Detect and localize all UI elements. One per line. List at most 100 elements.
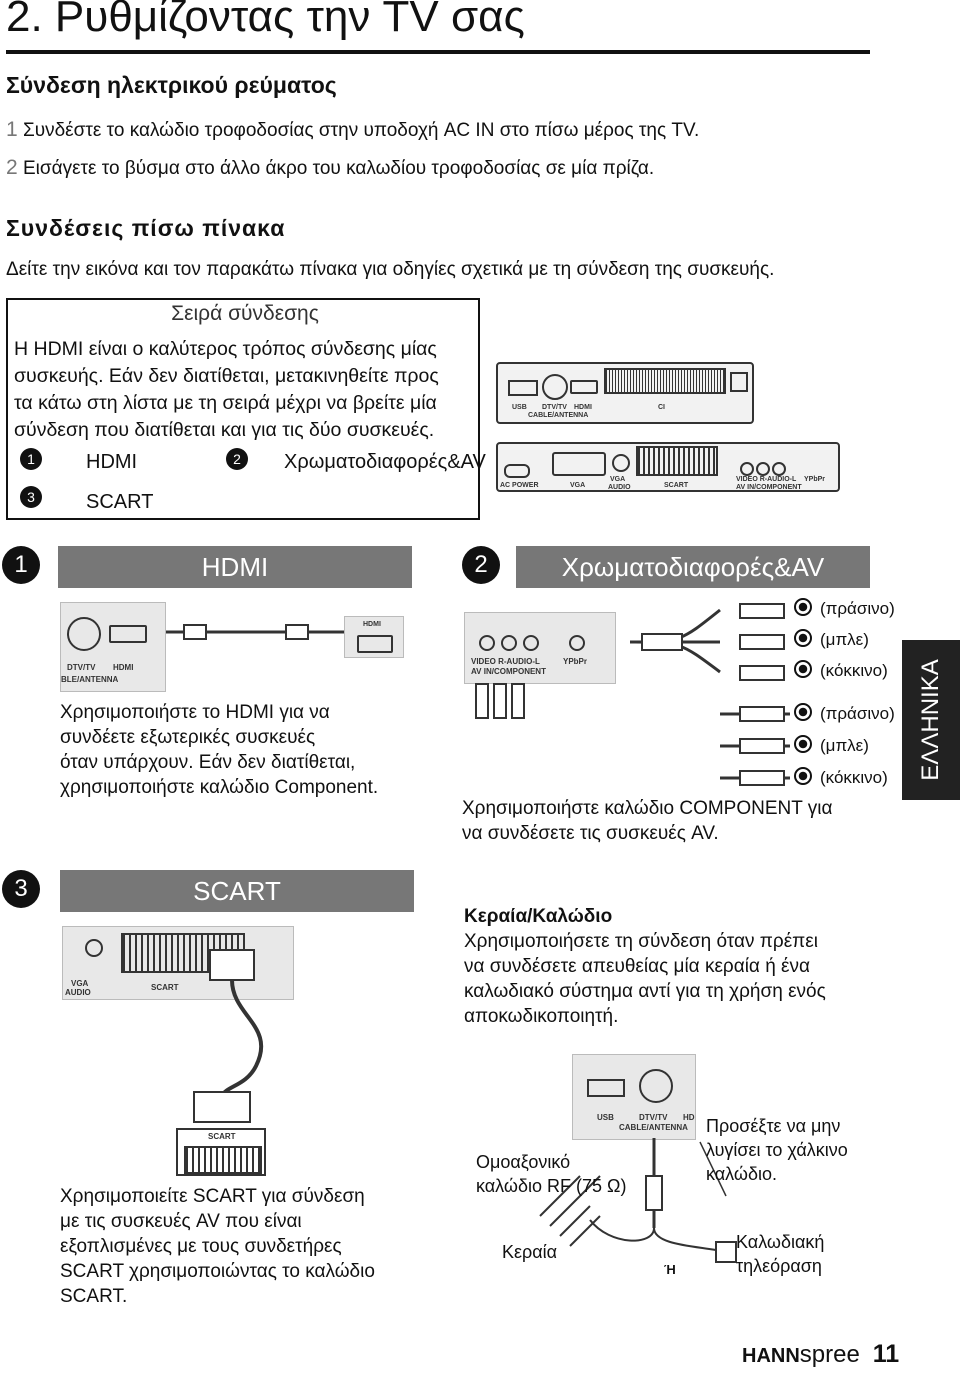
hdmi-device-panel: HDMI <box>344 616 404 658</box>
section-1-badge: 1 <box>2 546 40 584</box>
scart-tv-panel: VGA AUDIO SCART <box>62 926 294 1000</box>
antenna-line: να συνδέσετε απευθείας μία κεραία ή ένα <box>464 956 810 977</box>
hdmi-label-hdmi: HDMI <box>113 663 134 672</box>
footer-brand: HANNspree 11 <box>742 1340 899 1369</box>
headphone-port-icon <box>730 372 748 392</box>
antenna-diagram-icon <box>539 1138 737 1263</box>
ant-label-hd: HD <box>683 1113 695 1122</box>
language-side-tab: ΕΛΛΗΝΙΚΑ <box>902 640 960 800</box>
audio-r-jack-icon <box>756 462 770 476</box>
scart-label-audio: AUDIO <box>65 988 91 997</box>
jack-icon <box>794 660 812 678</box>
color-label: (κόκκινο) <box>820 661 888 680</box>
antenna-label: Κεραία <box>502 1242 558 1262</box>
scart-label-scart: SCART <box>151 983 179 992</box>
ant-label-dtv: DTV/TV <box>639 1113 668 1122</box>
hdmi-port-icon <box>109 625 147 643</box>
hdmi-cable-icon <box>166 624 346 640</box>
power-step-2: 2 Εισάγετε το βύσμα στο άλλο άκρο του κα… <box>6 156 655 179</box>
usb-port-icon <box>508 380 538 396</box>
jack-icon <box>794 767 812 785</box>
panel-label-scart: SCART <box>664 482 689 489</box>
scart-cable-icon <box>193 949 264 1123</box>
panel-label-vga: VGA <box>570 482 586 489</box>
color-label: (κόκκινο) <box>820 768 888 787</box>
panel-label-video: VIDEO R-AUDIO-L <box>736 476 797 483</box>
audio-l-jack-icon <box>523 635 539 651</box>
ypbpr-jack-icon <box>569 635 585 651</box>
vga-audio-port-icon <box>85 939 103 957</box>
audio-l-jack-icon <box>772 462 786 476</box>
page-number: 11 <box>872 1340 900 1368</box>
video-jack-icon <box>479 635 495 651</box>
scart-plug-label: SCART <box>208 1132 236 1141</box>
hdmi-banner: HDMI <box>58 546 412 588</box>
power-step-1: 1 Συνδέστε το καλώδιο τροφοδοσίας στην υ… <box>6 118 700 141</box>
vga-port-icon <box>552 452 606 476</box>
ci-slot-icon <box>604 368 726 394</box>
antenna-port-icon <box>67 617 101 651</box>
brand-bold: HANN <box>742 1345 800 1367</box>
connection-order-box: Σειρά σύνδεσης Η HDMI είναι ο καλύτερος … <box>6 298 486 520</box>
cable-tv-label: Καλωδιακή τηλεόραση <box>736 1232 825 1276</box>
color-label: (πράσινο) <box>820 599 895 618</box>
jack-icon <box>794 629 812 647</box>
hdmi-label-dtv: DTV/TV <box>67 663 96 672</box>
ant-label-cable: CABLE/ANTENNA <box>619 1123 688 1132</box>
antenna-line: καλωδιακό σύστημα αντί για τη χρήση ενός <box>464 981 826 1002</box>
title-divider <box>6 50 870 54</box>
video-jack-icon <box>740 462 754 476</box>
order-item-3-label: SCART <box>86 491 154 513</box>
usb-port-icon <box>587 1079 625 1097</box>
hdmi-tv-panel: DTV/TV HDMI BLE/ANTENNA <box>60 602 166 692</box>
scart-label-vga: VGA <box>71 979 89 988</box>
ac-power-port-icon <box>504 464 530 478</box>
component-tv-panel: VIDEO R-AUDIO-L AV IN/COMPONENT YPbPr <box>464 612 616 684</box>
order-item-2-label: Χρωματοδιαφορές&AV <box>284 451 486 473</box>
device-label-hdmi: HDMI <box>363 621 381 628</box>
scart-banner: SCART <box>60 870 414 912</box>
brand-light: spree <box>799 1341 860 1368</box>
jack-icon <box>794 703 812 721</box>
panel-label-ypbpr: YPbPr <box>804 476 826 483</box>
antenna-heading: Κεραία/Καλώδιο <box>464 906 613 927</box>
jack-icon <box>794 598 812 616</box>
panel-label-hdmi: HDMI <box>574 404 592 411</box>
order-item-1: 1 <box>20 448 42 470</box>
order-box-title: Σειρά σύνδεσης <box>171 302 319 325</box>
antenna-info: Κεραία/Καλώδιο Χρησιμοποιήσετε τη σύνδεσ… <box>464 904 864 1040</box>
panel-label-av: AV IN/COMPONENT <box>736 484 802 491</box>
color-label: (μπλε) <box>820 630 869 649</box>
jack-icon <box>794 735 812 753</box>
antenna-port-icon <box>542 374 568 400</box>
component-banner: Χρωματοδιαφορές&AV <box>516 546 870 588</box>
hdmi-label-cable: BLE/ANTENNA <box>61 675 119 684</box>
color-label: (μπλε) <box>820 736 869 755</box>
panel-label-vga-audio-1: VGA <box>610 476 626 483</box>
order-item-1-label: HDMI <box>86 451 138 473</box>
panel-label-ci: CI <box>658 404 665 411</box>
page-title: 2. Ρυθμίζοντας την TV σας <box>6 0 525 41</box>
comp-label-video: VIDEO R-AUDIO-L <box>471 657 540 666</box>
comp-label-ypbpr: YPbPr <box>563 657 588 666</box>
component-caption: Χρησιμοποιήστε καλώδιο COMPONENT για να … <box>462 798 833 844</box>
audio-r-jack-icon <box>501 635 517 651</box>
bend-note: Προσέξτε να μην λυγίσει το χάλκινο καλώδ… <box>706 1116 848 1184</box>
scart-port-icon <box>636 446 718 476</box>
panel-label-vga-audio-2: AUDIO <box>608 484 631 491</box>
rear-panel-top: USB DTV/TV CABLE/ANTENNA HDMI CI <box>496 362 754 424</box>
panel-label-dtv: DTV/TV <box>542 404 567 411</box>
scart-pins-icon <box>184 1146 262 1174</box>
ant-label-usb: USB <box>597 1113 614 1122</box>
hdmi-caption: Χρησιμοποιήστε το HDMI για να συνδέετε ε… <box>60 702 379 798</box>
antenna-line: Χρησιμοποιήσετε τη σύνδεση όταν πρέπει <box>464 931 818 952</box>
rca-plugs-icon <box>475 683 525 719</box>
section-3-badge: 3 <box>2 870 40 908</box>
scart-caption: Χρησιμοποιείτε SCART για σύνδεση με τις … <box>60 1186 375 1307</box>
rear-panel-bottom: AC POWER VGA VGA AUDIO SCART VIDEO R-AUD… <box>496 442 840 492</box>
section-2-badge: 2 <box>462 546 500 584</box>
or-label: Ή <box>664 1262 676 1277</box>
antenna-line: αποκωδικοποιητή. <box>464 1006 619 1027</box>
comp-label-av: AV IN/COMPONENT <box>471 667 546 676</box>
rear-heading: Συνδέσεις πίσω πίνακα <box>6 215 286 241</box>
